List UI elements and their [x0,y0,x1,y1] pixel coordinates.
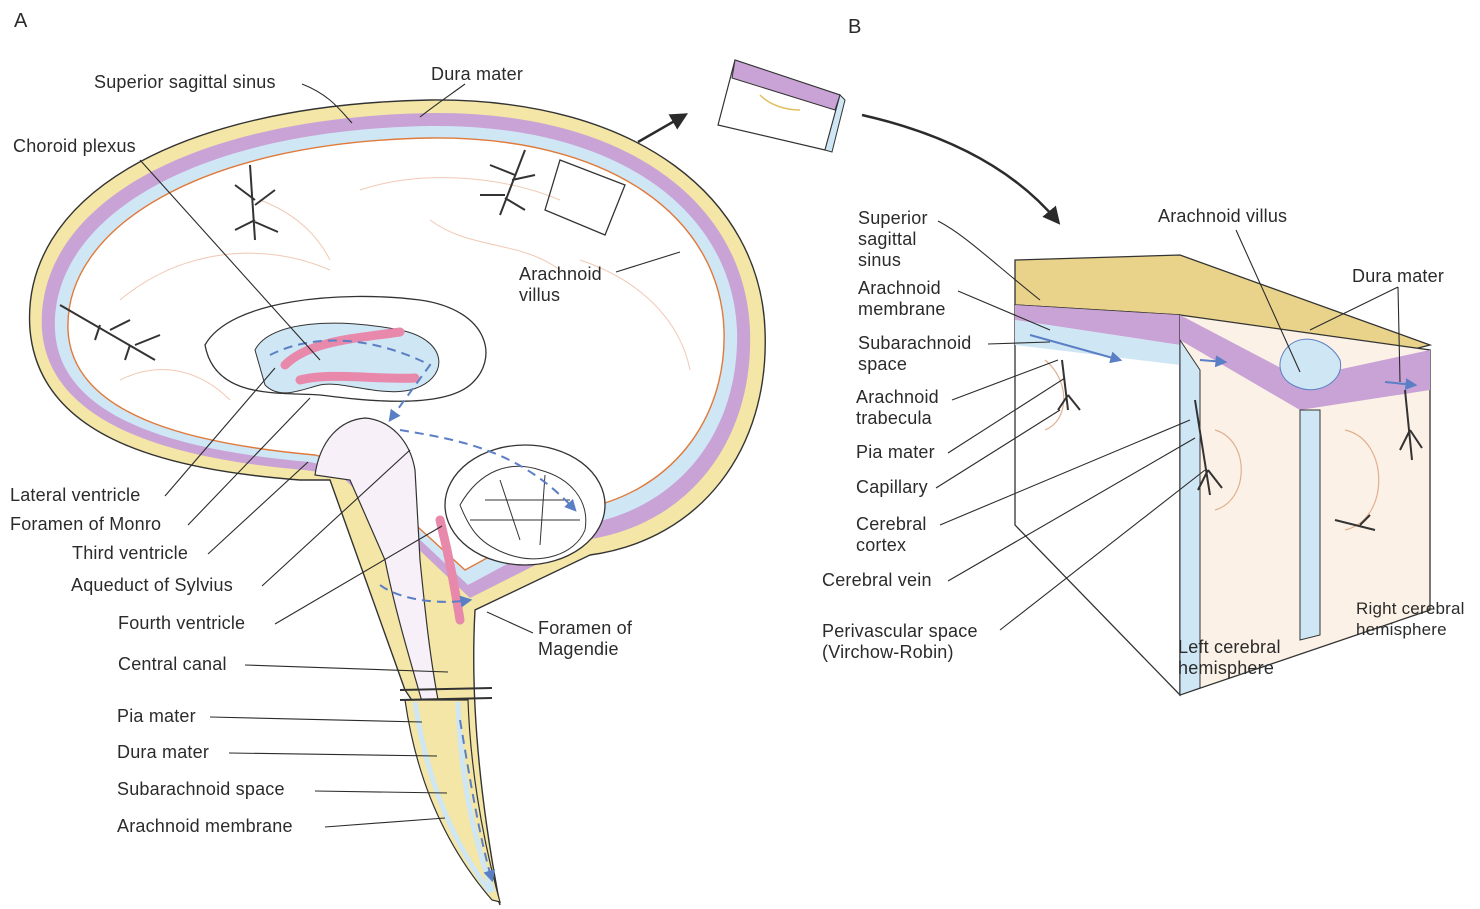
arrow-to-panel-b [862,115,1058,222]
label-foramen-of-monro: Foramen of Monro [10,514,161,535]
label-left-cerebral-hemisphere: Left cerebral hemisphere [1178,637,1281,679]
arrow-to-wedge [638,115,685,142]
label-pia-mater-a: Pia mater [117,706,196,727]
label-right-cerebral-hemisphere: Right cerebral hemisphere [1356,598,1465,640]
label-cerebral-vein: Cerebral vein [822,570,932,591]
label-subarachnoid-space-b: Subarachnoid space [858,333,972,375]
label-dura-mater-top: Dura mater [431,64,523,85]
label-dura-mater-bottom: Dura mater [117,742,209,763]
label-third-ventricle: Third ventricle [72,543,188,564]
label-pia-mater-b: Pia mater [856,442,935,463]
panel-label-b: B [848,16,861,39]
label-arachnoid-villus-b: Arachnoid villus [1158,206,1287,227]
label-capillary: Capillary [856,477,928,498]
label-arachnoid-membrane-a: Arachnoid membrane [117,816,293,837]
midline-fissure [1300,410,1320,640]
label-superior-sagittal-sinus-a: Superior sagittal sinus [94,72,276,93]
enlargement-wedge [718,60,845,152]
label-arachnoid-membrane-b: Arachnoid membrane [858,278,946,320]
label-cerebral-cortex: Cerebral cortex [856,514,927,556]
label-arachnoid-villus-a: Arachnoid villus [519,264,602,306]
label-choroid-plexus: Choroid plexus [13,136,136,157]
block-front-face [1015,305,1180,695]
panel-label-a: A [14,10,27,33]
label-lateral-ventricle: Lateral ventricle [10,485,140,506]
label-perivascular-space: Perivascular space (Virchow-Robin) [822,621,978,663]
label-superior-sagittal-sinus-b: Superior sagittal sinus [858,208,928,271]
label-aqueduct-of-sylvius: Aqueduct of Sylvius [71,575,233,596]
label-dura-mater-b: Dura mater [1352,266,1444,287]
label-fourth-ventricle: Fourth ventricle [118,613,245,634]
label-arachnoid-trabecula: Arachnoid trabecula [856,387,939,429]
label-foramen-of-magendie: Foramen of Magendie [538,618,632,660]
label-subarachnoid-space-a: Subarachnoid space [117,779,285,800]
label-central-canal: Central canal [118,654,227,675]
cerebellum [445,445,605,565]
